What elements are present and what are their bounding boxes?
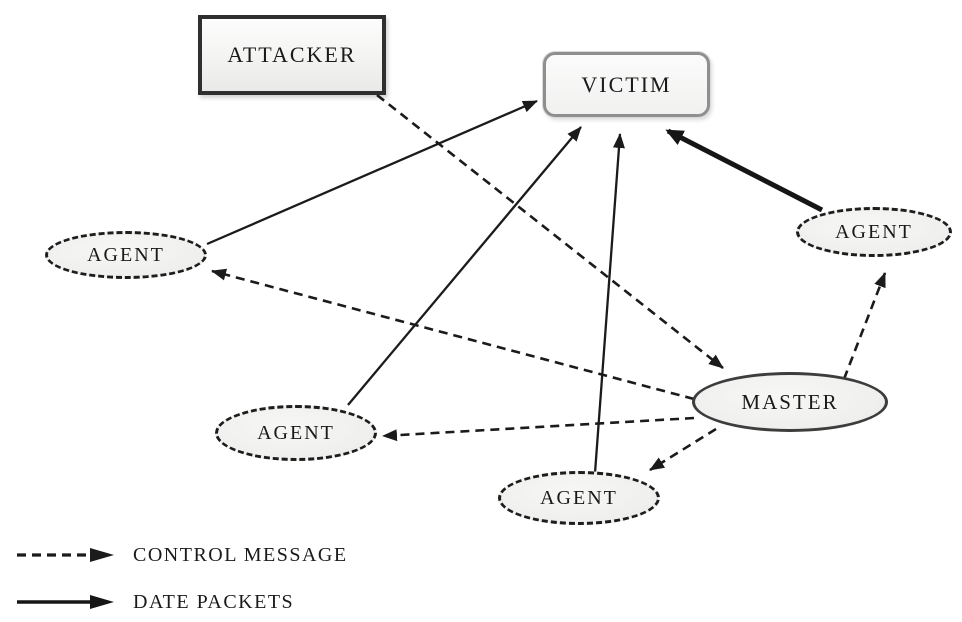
- solid-arrow-icon: [17, 595, 114, 609]
- node-agent-top-right: AGENT: [796, 207, 952, 257]
- node-agent-left: AGENT: [45, 231, 207, 279]
- node-master: MASTER: [692, 372, 888, 432]
- edge-agent-bottom-victim: [593, 133, 625, 474]
- legend: CONTROL MESSAGE DATE PACKETS: [14, 540, 348, 622]
- edge-agent-mid-left-victim: [347, 126, 582, 406]
- edge-master-agent-left: [211, 268, 695, 401]
- edge-agent-left-victim: [206, 99, 538, 246]
- node-agent-mid-left: AGENT: [215, 405, 377, 461]
- edge-master-agent-bottom: [649, 427, 717, 472]
- node-agent-mid-left-label: AGENT: [257, 421, 335, 444]
- node-attacker: ATTACKER: [198, 15, 386, 95]
- node-agent-left-label: AGENT: [87, 243, 165, 266]
- dashed-arrow-icon: [17, 548, 114, 562]
- legend-row-data-packets: DATE PACKETS: [14, 587, 348, 617]
- edge-master-agent-mid-left: [382, 416, 695, 442]
- node-agent-bottom-label: AGENT: [540, 486, 618, 509]
- edge-attacker-master: [376, 93, 724, 370]
- legend-row-control-message: CONTROL MESSAGE: [14, 540, 348, 570]
- node-agent-bottom: AGENT: [498, 471, 660, 525]
- node-victim: VICTIM: [543, 52, 710, 117]
- node-victim-label: VICTIM: [581, 71, 672, 97]
- node-agent-top-right-label: AGENT: [835, 220, 913, 243]
- node-attacker-label: ATTACKER: [227, 42, 357, 67]
- edge-agent-top-right-victim: [665, 128, 824, 213]
- edge-master-agent-top-right: [842, 272, 887, 380]
- legend-data-packets-label: DATE PACKETS: [133, 590, 295, 613]
- node-master-label: MASTER: [741, 389, 839, 414]
- legend-control-message-label: CONTROL MESSAGE: [133, 543, 348, 566]
